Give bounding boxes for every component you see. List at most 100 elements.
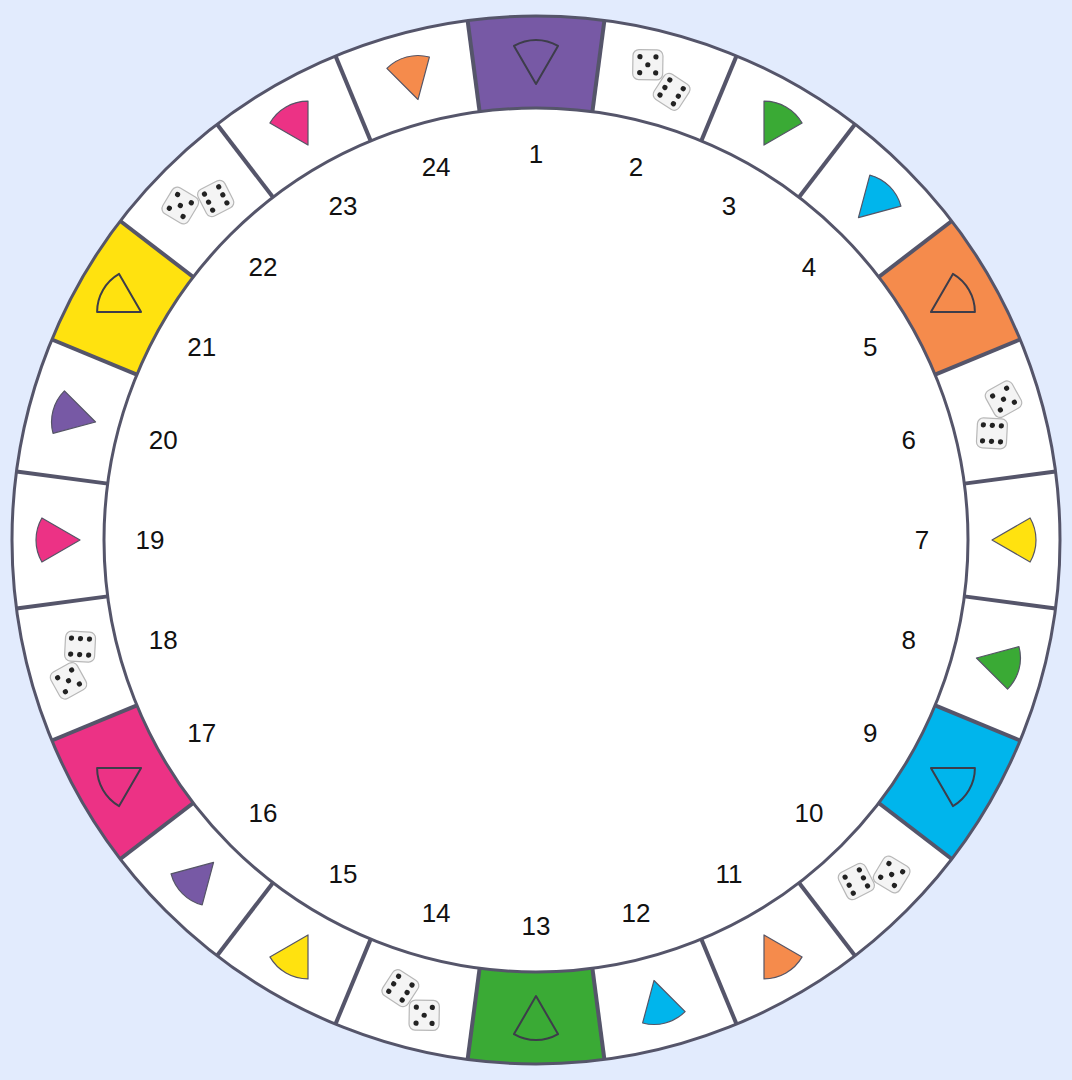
wedge [92,271,152,331]
space-number: 19 [136,527,165,553]
space-number: 22 [249,254,278,280]
die [871,854,912,895]
space-number: 21 [187,334,216,360]
space-number: 18 [149,627,178,653]
die [196,178,236,218]
wedge [745,96,805,156]
wedge [992,518,1036,562]
dice-icon [961,377,1034,457]
space-divider [964,596,1055,608]
wedge-icon [971,637,1025,691]
space-divider [120,221,193,277]
space-number: 15 [329,861,358,887]
die [380,967,421,1008]
wedge [633,975,687,1029]
wedge-icon [514,996,558,1040]
die [160,185,201,226]
wedge [514,40,558,84]
space-number: 7 [915,527,929,553]
space-divider [468,968,480,1059]
space-divider [468,20,480,111]
space-divider [52,705,137,740]
space-number: 1 [529,141,543,167]
wedge-icon [167,847,229,909]
die [633,49,664,80]
space-number: 6 [902,427,916,453]
die [976,418,1008,450]
wedge [920,749,980,809]
space-divider [701,939,736,1024]
space-divider [592,968,604,1059]
wedge-icon [745,96,805,156]
inner-edge [104,108,968,972]
die [983,379,1024,420]
board-space [468,16,605,112]
board-space [935,339,1055,483]
wedge [167,847,229,909]
die [836,861,876,901]
space-divider [52,339,137,374]
board-space [592,939,736,1059]
wedge [92,749,152,809]
space-number: 2 [629,154,643,180]
space-divider [879,221,952,277]
board-space [964,472,1060,609]
dice-icon [372,965,452,1038]
space-number: 11 [716,861,743,887]
space-divider [935,339,1020,374]
space-divider [120,803,193,859]
space-number: 9 [863,720,877,746]
die [409,1000,440,1031]
space-divider [16,472,107,484]
wedge-icon [92,271,152,331]
dice-icon [620,42,700,115]
space-number: 12 [621,900,650,926]
ring [12,16,1060,1064]
space-number: 16 [249,800,278,826]
die [48,660,89,701]
wedge-icon [992,518,1036,562]
die [64,631,96,663]
wedge-icon [920,749,980,809]
space-divider [799,124,855,197]
board-space [16,596,136,740]
space-number: 14 [422,900,451,926]
board-space [335,20,479,140]
wedge-icon [514,40,558,84]
space-divider [701,56,736,141]
wedge [267,924,327,984]
wedge [971,637,1025,691]
wedge-icon [745,924,805,984]
wedge [843,171,905,233]
dice-icon [155,158,243,246]
wedge [745,924,805,984]
wedge-icon [267,96,327,156]
space-number: 20 [149,427,178,453]
dice-icon [38,623,111,703]
wedge [385,51,439,105]
wedge-icon [47,389,101,443]
space-divider [335,939,370,1024]
space-divider [217,883,273,956]
wedge-icon [267,924,327,984]
board-space [468,968,605,1064]
space-number: 3 [722,193,736,219]
wedge-icon [385,51,439,105]
wedge [36,518,80,562]
space-divider [799,883,855,956]
space-number: 17 [187,720,216,746]
board-centre [104,108,968,972]
space-divider [935,705,1020,740]
board-space [12,472,108,609]
wedge-icon [843,171,905,233]
space-number: 8 [902,627,916,653]
space-number: 4 [802,254,816,280]
die [651,71,692,112]
space-divider [592,20,604,111]
wedge [47,389,101,443]
dice-icon [830,834,918,922]
wedge-icon [36,518,80,562]
space-number: 10 [794,800,823,826]
